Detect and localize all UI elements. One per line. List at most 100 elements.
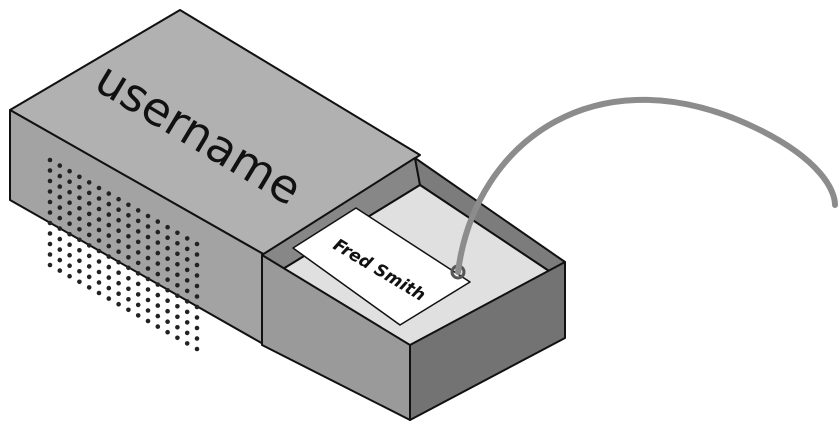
vent-hole	[165, 245, 170, 251]
vent-hole	[86, 180, 92, 185]
vent-hole	[106, 201, 112, 207]
vent-hole	[155, 219, 161, 224]
vent-hole	[106, 243, 112, 249]
vent-hole	[57, 215, 63, 221]
vent-hole	[155, 261, 161, 266]
vent-hole	[96, 269, 102, 275]
vent-hole	[194, 294, 200, 299]
vent-hole	[184, 288, 190, 294]
vent-hole	[116, 270, 121, 276]
vent-hole	[57, 226, 63, 231]
vent-hole	[67, 273, 72, 279]
vent-hole	[155, 324, 161, 329]
vent-hole	[77, 206, 82, 211]
vent-hole	[194, 252, 200, 257]
vent-hole	[116, 207, 121, 212]
vent-hole	[175, 304, 180, 309]
vent-hole	[86, 222, 92, 227]
vent-hole	[175, 262, 180, 267]
vent-hole	[135, 239, 141, 245]
vent-hole	[116, 291, 121, 297]
vent-hole	[106, 285, 112, 291]
vent-hole	[106, 233, 112, 238]
vent-hole	[184, 246, 190, 252]
vent-hole	[126, 223, 131, 229]
vent-hole	[135, 281, 141, 287]
vent-hole	[175, 293, 180, 299]
vent-hole	[96, 259, 102, 264]
vent-hole	[165, 277, 170, 283]
vent-hole	[77, 269, 82, 274]
vent-hole	[184, 341, 190, 346]
vent-hole	[57, 247, 63, 252]
vent-hole	[86, 243, 92, 248]
vent-hole	[67, 263, 72, 269]
vent-hole	[96, 290, 102, 296]
vent-hole	[126, 276, 131, 281]
vent-hole	[135, 208, 141, 213]
vent-hole	[77, 174, 82, 180]
vent-hole	[106, 222, 112, 228]
vent-hole	[77, 248, 82, 253]
vent-hole	[106, 212, 112, 217]
vent-hole	[57, 205, 63, 210]
vent-hole	[126, 297, 131, 302]
vent-hole	[165, 319, 170, 325]
vent-hole	[165, 298, 170, 304]
vent-hole	[86, 253, 92, 259]
vent-hole	[67, 252, 72, 258]
vent-hole	[184, 299, 190, 304]
vent-hole	[135, 292, 141, 297]
vent-hole	[184, 267, 190, 273]
vent-hole	[175, 241, 180, 246]
outer-box	[9, 9, 421, 346]
vent-hole	[135, 250, 141, 255]
vent-hole	[135, 229, 141, 234]
vent-hole	[47, 262, 53, 268]
vent-hole	[145, 213, 151, 219]
vent-hole	[145, 308, 151, 313]
vent-hole	[194, 273, 200, 278]
vent-hole	[67, 231, 72, 237]
vent-hole	[194, 241, 200, 247]
vent-hole	[135, 271, 141, 276]
vent-hole	[145, 266, 151, 271]
vent-hole	[106, 275, 112, 280]
vent-hole	[165, 287, 170, 293]
vent-hole	[77, 227, 82, 232]
vent-hole	[145, 318, 151, 324]
vent-hole	[126, 254, 131, 260]
vent-hole	[86, 232, 92, 238]
vent-hole	[47, 252, 53, 257]
vent-hole	[77, 279, 82, 285]
vent-hole	[86, 274, 92, 280]
vent-hole	[96, 196, 102, 201]
vent-hole	[116, 280, 121, 286]
vent-hole	[57, 257, 63, 263]
vent-hole	[175, 283, 180, 288]
vent-hole	[145, 224, 151, 229]
vent-hole	[135, 260, 141, 266]
vent-hole	[67, 221, 72, 226]
vent-hole	[155, 292, 161, 298]
vent-hole	[96, 185, 102, 191]
vent-hole	[135, 302, 141, 308]
vent-hole	[57, 184, 63, 189]
vent-hole	[126, 244, 131, 250]
vent-hole	[47, 231, 53, 236]
vent-hole	[165, 235, 170, 240]
vent-hole	[194, 336, 200, 341]
vent-hole	[184, 320, 190, 325]
vent-hole	[86, 211, 92, 217]
vent-hole	[175, 335, 180, 341]
vent-hole	[175, 325, 180, 330]
vent-hole	[77, 185, 82, 190]
vent-hole	[116, 259, 121, 265]
vent-hole	[67, 189, 72, 195]
vent-hole	[116, 301, 121, 307]
vent-hole	[145, 255, 151, 261]
vent-hole	[126, 202, 131, 208]
vent-hole	[116, 228, 121, 233]
vent-hole	[145, 297, 151, 303]
vent-hole	[194, 283, 200, 289]
